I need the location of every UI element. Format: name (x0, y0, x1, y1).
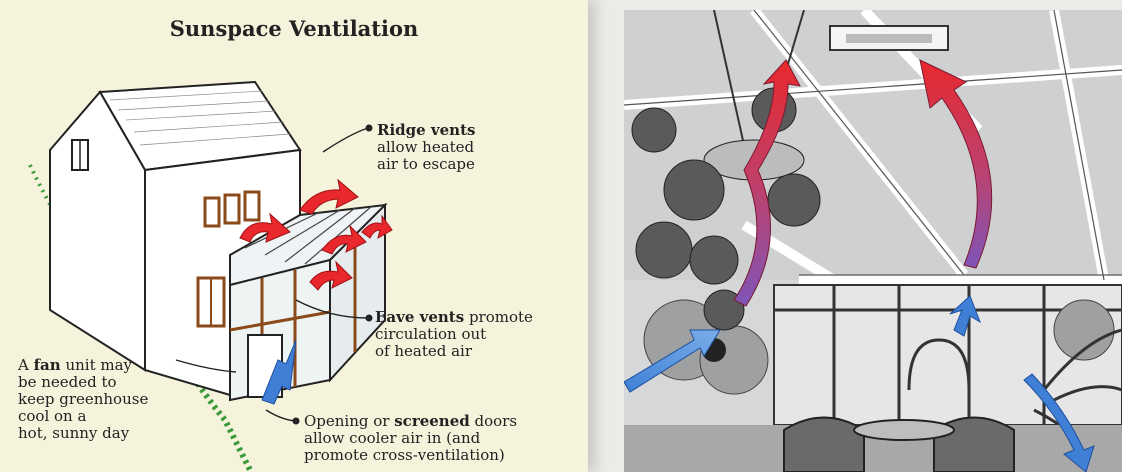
eave-vents-line1: promote (464, 308, 533, 326)
fan-line5: hot, sunny day (18, 425, 148, 442)
fan-pre: A (18, 356, 34, 374)
fan-callout: A fan unit may be needed to keep greenho… (18, 357, 148, 442)
eave-vents-label: Eave vents (375, 308, 464, 326)
doors-line3: promote cross-ventilation) (304, 447, 517, 464)
fan-line2: be needed to (18, 374, 148, 391)
ridge-vents-callout: Ridge vents allow heated air to escape (377, 122, 475, 173)
sunspace-ventilation-panel: Sunspace Ventilation (0, 0, 588, 472)
fan-label: fan (34, 356, 61, 374)
fan-line4: cool on a (18, 408, 148, 425)
doors-pre: Opening or (304, 412, 394, 430)
doors-callout: Opening or screened doors allow cooler a… (304, 413, 517, 464)
doors-label: screened (394, 412, 470, 430)
eave-vents-line3: of heated air (375, 343, 533, 360)
fan-line3: keep greenhouse (18, 391, 148, 408)
eave-vents-line2: circulation out (375, 326, 533, 343)
ridge-vents-line2: air to escape (377, 156, 475, 173)
fan-line1: unit may (61, 356, 132, 374)
doors-line1: doors (470, 412, 517, 430)
eave-vents-callout: Eave vents promote circulation out of he… (375, 309, 533, 360)
ridge-vents-line1: allow heated (377, 139, 475, 156)
conservatory-illustration (624, 10, 1122, 472)
ridge-vents-label: Ridge vents (377, 121, 475, 139)
ceiling-vent-icon (830, 26, 948, 50)
conservatory-panel (624, 10, 1122, 472)
doors-line2: allow cooler air in (and (304, 430, 517, 447)
